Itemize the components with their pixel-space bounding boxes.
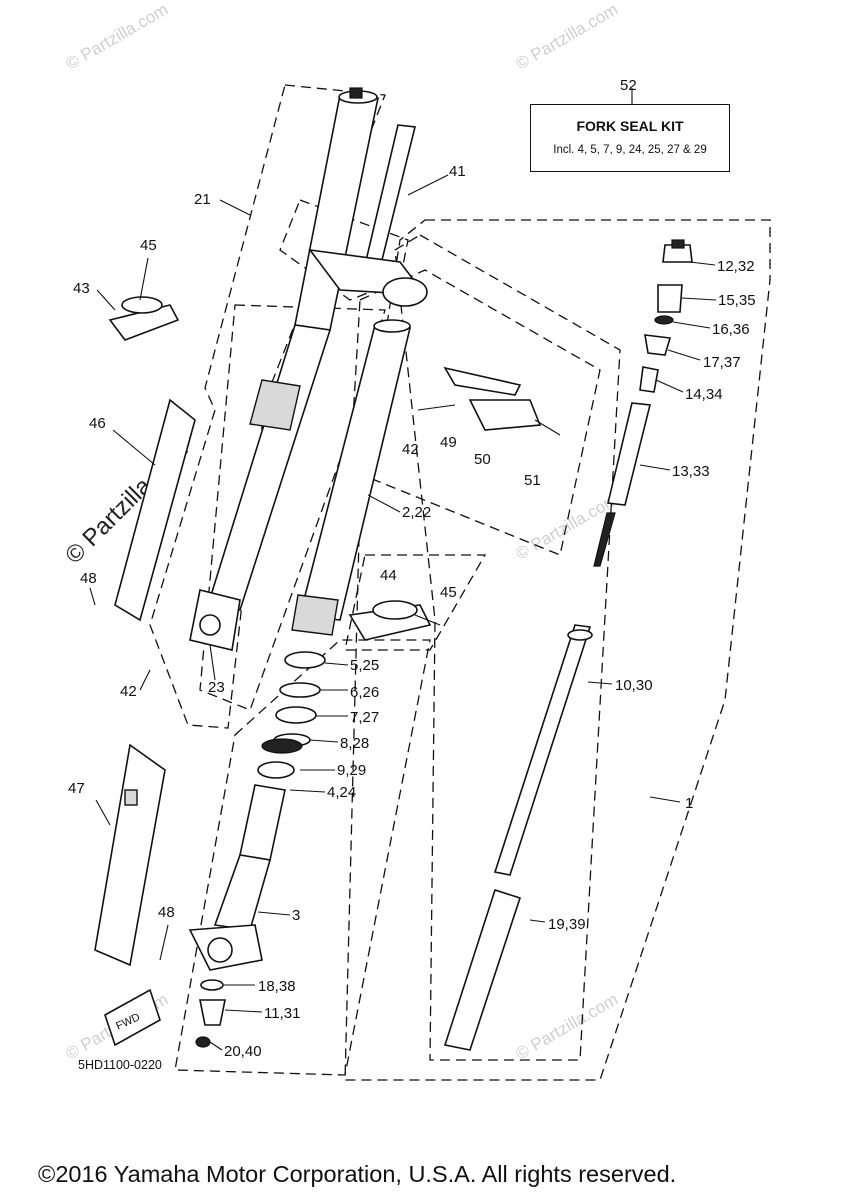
watermark-2: © Partzilla.com (513, 0, 622, 73)
label-2-22: 2,22 (402, 504, 431, 521)
part-labels: 41 21 45 43 46 48 42 23 42 49 50 51 2,22… (68, 163, 756, 1060)
label-45-lower: 45 (440, 584, 457, 601)
label-13-33: 13,33 (672, 463, 710, 480)
label-20-40: 20,40 (224, 1043, 262, 1060)
fork-seal-kit-box: FORK SEAL KIT Incl. 4, 5, 7, 9, 24, 25, … (530, 104, 730, 172)
label-9-29: 9,29 (337, 762, 366, 779)
label-12-32: 12,32 (717, 258, 755, 275)
leader-lines (89, 88, 717, 1051)
inner-tube-2-22 (291, 319, 411, 636)
steering-stem-41 (308, 124, 449, 307)
clamps (108, 257, 441, 641)
label-47: 47 (68, 780, 85, 797)
kit-note: Incl. 4, 5, 7, 9, 24, 25, 27 & 29 (553, 144, 707, 156)
label-41: 41 (449, 163, 466, 180)
label-14-34: 14,34 (685, 386, 723, 403)
label-3: 3 (292, 907, 300, 924)
label-11-31: 11,31 (264, 1005, 300, 1022)
kit-number: 52 (620, 77, 637, 94)
label-43: 43 (73, 280, 90, 297)
label-42-lower: 42 (120, 683, 137, 700)
label-46: 46 (89, 415, 106, 432)
label-51: 51 (524, 472, 541, 489)
watermark-1: © Partzilla.com (63, 0, 172, 73)
seal-stack (257, 651, 326, 779)
label-42-upper: 42 (402, 441, 419, 458)
label-49: 49 (440, 434, 457, 451)
cable-holder (417, 366, 561, 436)
label-44: 44 (380, 567, 397, 584)
outer-tube-21 (189, 87, 379, 651)
label-5-25: 5,25 (350, 657, 379, 674)
lower-tube-3 (188, 784, 291, 971)
watermark-5: © Partzilla.com (513, 990, 622, 1064)
label-45-top: 45 (140, 237, 157, 254)
label-50: 50 (474, 451, 491, 468)
copyright-notice: ©2016 Yamaha Motor Corporation, U.S.A. A… (38, 1161, 677, 1187)
label-48-lower: 48 (158, 904, 175, 921)
bottom-parts: FWD (104, 979, 226, 1048)
drawing-code: 5HD1100-0220 (78, 1058, 162, 1072)
label-23: 23 (208, 679, 225, 696)
kit-title: FORK SEAL KIT (576, 118, 684, 134)
fork-guards (94, 398, 196, 967)
label-17-37: 17,37 (703, 354, 741, 371)
label-21: 21 (194, 191, 211, 208)
label-8-28: 8,28 (340, 735, 369, 752)
label-18-38: 18,38 (258, 978, 296, 995)
label-1: 1 (685, 795, 693, 812)
label-15-35: 15,35 (718, 292, 756, 309)
label-10-30: 10,30 (615, 677, 653, 694)
label-4-24: 4,24 (327, 784, 356, 801)
label-16-36: 16,36 (712, 321, 750, 338)
damper-assembly (443, 239, 693, 1051)
label-48-upper: 48 (80, 570, 97, 587)
label-6-26: 6,26 (350, 684, 379, 701)
label-19-39: 19,39 (548, 916, 586, 933)
label-7-27: 7,27 (350, 709, 379, 726)
